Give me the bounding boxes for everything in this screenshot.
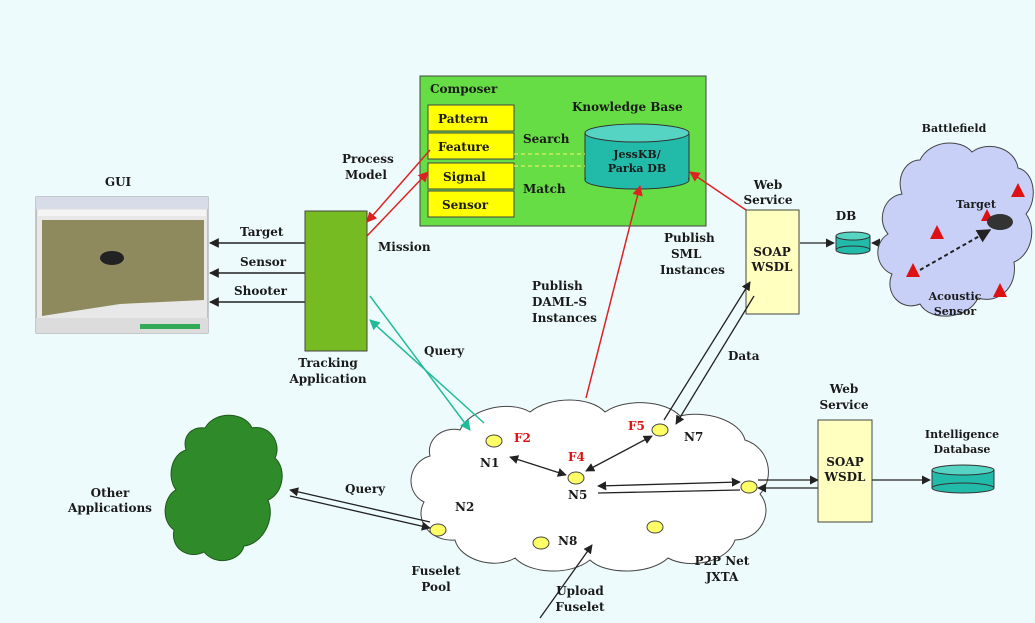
intel-line1: Intelligence [925, 428, 999, 441]
query-left-label: Query [345, 482, 386, 496]
tracking-application-box [304, 210, 368, 352]
other-applications-tree [164, 414, 283, 561]
target-vehicle-icon [987, 214, 1013, 230]
node-n8 [532, 536, 550, 550]
p2p-label-1: P2P Net [695, 554, 750, 568]
db-cylinder [835, 231, 871, 255]
data-label: Data [728, 349, 760, 363]
ws-to-kb-arrow [689, 171, 747, 211]
kb-db-line2: Parka DB [608, 162, 666, 175]
gui-window [35, 196, 209, 334]
web-service-bottom-box [817, 419, 873, 523]
publish-daml-3: Instances [532, 311, 597, 325]
ws-bottom-soap: SOAP [826, 455, 863, 469]
composer-box-feature: Feature [438, 140, 490, 154]
p2p-label-2: JXTA [705, 570, 739, 584]
kb-db-line1: JessKB/ [612, 148, 661, 161]
query-teal-arrows [369, 295, 485, 431]
node-n7-label: N7 [684, 430, 703, 444]
publish-sml-3: Instances [660, 263, 725, 277]
other-apps-1: Other [91, 486, 130, 500]
knowledge-base-title: Knowledge Base [572, 100, 683, 114]
gui-target-icon [100, 251, 124, 265]
process-model-label-1: Process [342, 152, 394, 166]
signal-box [427, 162, 515, 190]
publish-daml-2: DAML-S [532, 295, 587, 309]
search-label: Search [523, 132, 570, 146]
battlefield-target: Target [956, 198, 997, 211]
acoustic-label-2: Sensor [934, 305, 976, 318]
node-unlabeled [646, 520, 664, 534]
fuselet-f4-label: F4 [568, 450, 585, 464]
ws-top-wsdl: WSDL [751, 260, 794, 274]
other-apps-2: Applications [67, 501, 152, 515]
node-n2-label: N2 [455, 500, 474, 514]
ws-top-soap: SOAP [753, 245, 790, 259]
node-n1-label: N1 [480, 456, 499, 470]
node-n7 [651, 423, 669, 437]
node-n8-label: N8 [558, 534, 577, 548]
fuselet-f5-label: F5 [628, 419, 645, 433]
node-gateway [740, 480, 758, 494]
node-n1 [485, 434, 503, 448]
query-top-label: Query [424, 344, 465, 358]
upload-fuselet-1: Upload [556, 584, 604, 598]
p2p-nodes [429, 423, 758, 550]
battlefield-title: Battlefield [922, 122, 987, 135]
publish-sml-2: SML [671, 247, 702, 261]
tracking-label-2: Application [288, 372, 366, 386]
gui-link-sensor: Sensor [240, 255, 287, 269]
process-model-arrows [366, 149, 431, 237]
match-label: Match [523, 182, 566, 196]
feature-box [427, 132, 515, 160]
process-model-label-2: Model [345, 168, 387, 182]
upload-fuselet-2: Fuselet [555, 600, 605, 614]
fuselet-pool-1: Fuselet [411, 564, 461, 578]
acoustic-sensor-icon [1011, 183, 1025, 197]
publish-daml-1: Publish [532, 279, 583, 293]
node-n2 [429, 523, 447, 537]
ws-top-line1: Web [753, 178, 783, 192]
ws-top-line2: Service [743, 193, 792, 207]
fuselet-pool-2: Pool [421, 580, 451, 594]
composer-title: Composer [430, 82, 498, 96]
mission-label: Mission [378, 240, 431, 254]
p2p-network-cloud [410, 399, 769, 572]
publish-daml-arrow [585, 184, 643, 399]
composer-box-signal: Signal [443, 170, 486, 184]
composer-box-sensor: Sensor [442, 198, 489, 212]
composer-boxes [427, 104, 515, 218]
gui-title: GUI [105, 175, 132, 189]
acoustic-sensor-icon [906, 263, 920, 277]
acoustic-sensor-icon [930, 225, 944, 239]
gui-arrows [209, 238, 305, 307]
acoustic-label-1: Acoustic [928, 290, 982, 303]
gui-link-target: Target [240, 225, 284, 239]
acoustic-sensor-icon [993, 283, 1007, 297]
tracking-label-1: Tracking [298, 356, 358, 370]
pattern-box [427, 104, 515, 132]
web-service-top-box [745, 209, 800, 315]
network-arrows [289, 281, 931, 619]
knowledge-base-db [584, 123, 690, 190]
publish-sml-1: Publish [664, 231, 715, 245]
intel-line2: Database [934, 443, 991, 456]
ws-bottom-line1: Web [829, 382, 859, 396]
db-label: DB [836, 209, 857, 223]
composer-box-pattern: Pattern [438, 112, 489, 126]
ws-bottom-line2: Service [819, 398, 868, 412]
sensor-box [427, 190, 515, 218]
composer-dashed-links [514, 153, 585, 167]
ws-bottom-wsdl: WSDL [824, 470, 867, 484]
node-n5-label: N5 [568, 488, 587, 502]
fuselet-f2-label: F2 [514, 431, 531, 445]
intelligence-db-cylinder [931, 464, 995, 494]
gui-link-shooter: Shooter [234, 284, 288, 298]
node-n5 [567, 471, 585, 485]
